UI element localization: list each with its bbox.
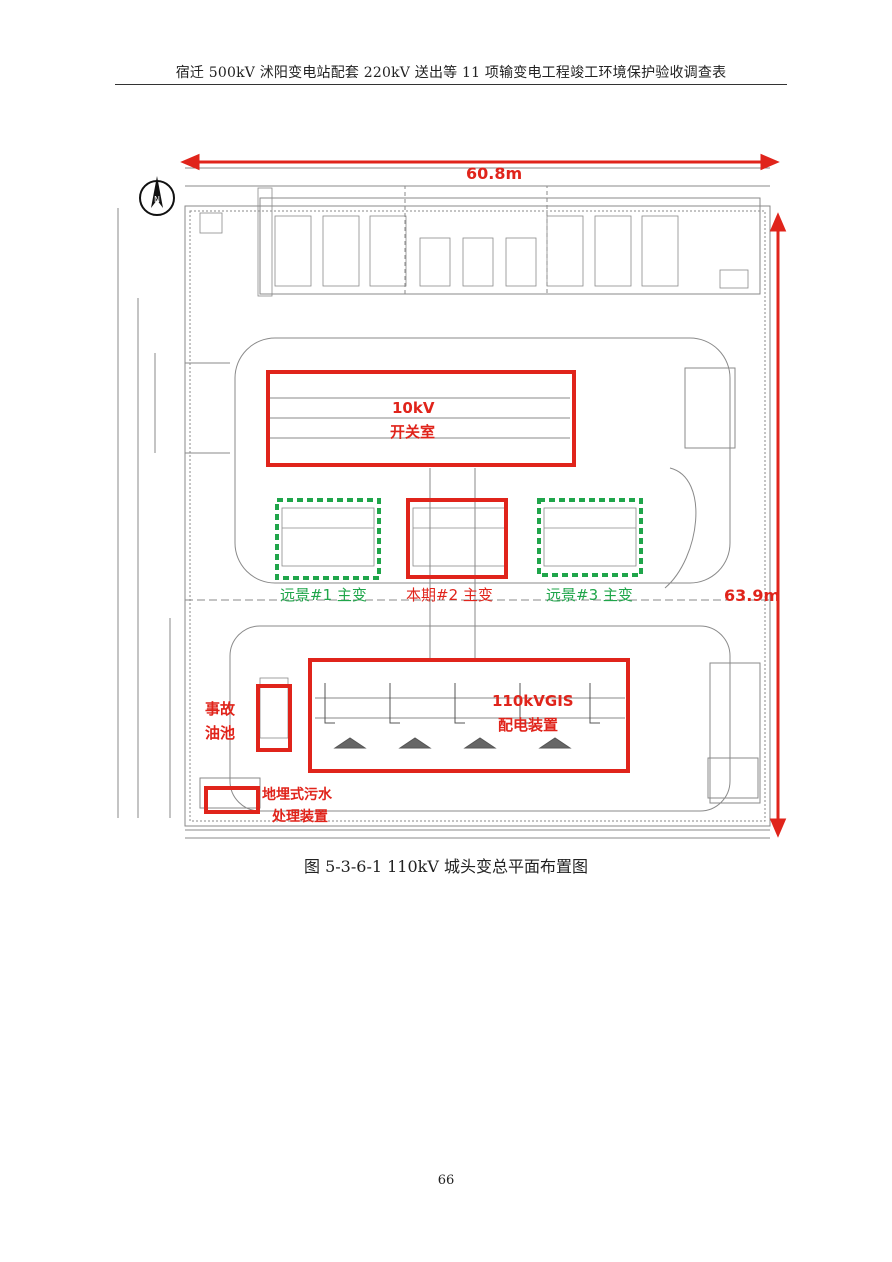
transformer-1-highlight — [275, 498, 381, 580]
page-number: 66 — [437, 1173, 455, 1188]
oil-pool-label-line2: 油池 — [205, 724, 236, 742]
figure-caption: 图 5-3-6-1 110kV 城头变总平面布置图 — [304, 857, 588, 876]
sewage-label-line1: 地埋式污水 — [262, 787, 332, 803]
site-plan-drawing: N — [117, 153, 787, 839]
width-dimension-label: 60.8m — [466, 164, 523, 183]
north-arrow-icon: N — [139, 176, 175, 216]
transformer-3-highlight — [537, 498, 643, 577]
transformer-3-label: 远景#3 主变 — [546, 586, 633, 604]
switch-room-highlight — [266, 370, 576, 467]
switch-room-label-line1: 10kV — [392, 399, 435, 417]
header-rule — [115, 84, 787, 85]
transformer-2-highlight — [406, 498, 508, 579]
gis-label-line1: 110kVGIS — [492, 692, 574, 710]
sewage-highlight — [204, 786, 260, 814]
oil-pool-highlight — [256, 684, 292, 752]
site-plan-figure: N 60.8m 63.9m 10kV 开关室 远景#1 主变 本期#2 主变 — [110, 138, 790, 850]
page-header: 宿迁 500kV 沭阳变电站配套 220kV 送出等 11 项输变电工程竣工环境… — [175, 65, 727, 81]
sewage-label-line2: 处理装置 — [272, 809, 328, 825]
oil-pool-label-line1: 事故 — [205, 700, 236, 718]
gis-label-line2: 配电装置 — [498, 716, 559, 734]
switch-room-label-line2: 开关室 — [390, 423, 436, 441]
gis-highlight — [308, 658, 630, 773]
transformer-1-label: 远景#1 主变 — [280, 586, 367, 604]
transformer-2-label: 本期#2 主变 — [406, 586, 493, 604]
height-dimension-label: 63.9m — [724, 586, 781, 605]
svg-text:N: N — [154, 195, 160, 204]
